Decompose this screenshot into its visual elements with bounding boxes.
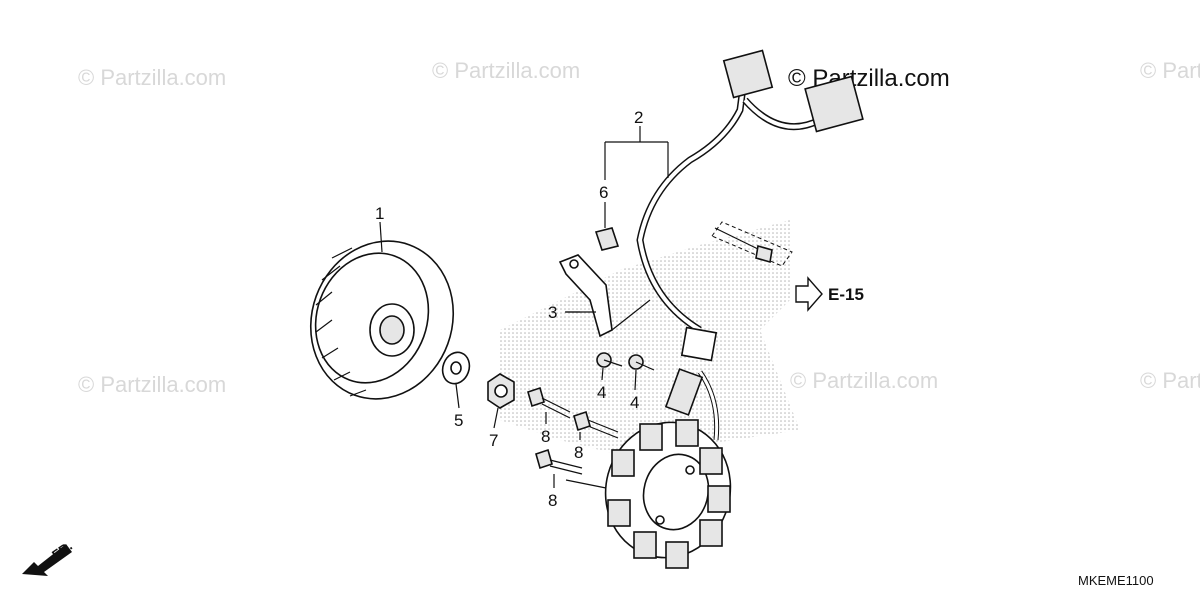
watermark-mid-right: © Partzilla.com xyxy=(790,368,938,393)
callout-7: 7 xyxy=(489,431,498,450)
leader-stator-8c xyxy=(565,479,607,489)
callout-1: 1 xyxy=(375,204,384,223)
callout-5: 5 xyxy=(454,411,463,430)
leader-washer xyxy=(455,383,460,409)
callout-6: 6 xyxy=(599,183,608,202)
nut xyxy=(487,373,515,409)
leader-harness xyxy=(604,126,669,180)
watermark-top-center: © Partzilla.com xyxy=(432,58,580,83)
callout-4b: 4 xyxy=(630,393,639,412)
bolt-8c xyxy=(535,448,583,475)
callout-8b: 8 xyxy=(574,443,583,462)
arrow-down-left-icon xyxy=(22,544,72,576)
bolt-4a xyxy=(596,352,623,368)
flywheel-rotor xyxy=(309,240,455,400)
bolt-e15-group xyxy=(711,221,793,267)
washer xyxy=(441,351,471,385)
reference-code: E-15 xyxy=(828,285,864,304)
callout-8a: 8 xyxy=(541,427,550,446)
bracket xyxy=(558,254,651,338)
watermark-mid-left: © Partzilla.com xyxy=(78,372,226,397)
leader-nut xyxy=(493,407,499,429)
clip xyxy=(594,202,620,251)
bolt-4b xyxy=(628,354,655,371)
hatch-background xyxy=(500,220,800,455)
watermark-top-left: © Partzilla.com xyxy=(78,65,226,90)
bolt-8a xyxy=(527,386,571,419)
leader-flywheel xyxy=(379,221,383,253)
leader-bolt-4a xyxy=(601,367,604,381)
bolt-8b xyxy=(573,410,619,439)
watermark-mid-far-right: © Partzilla.com xyxy=(1140,368,1200,393)
diagram-code: MKEME1100 xyxy=(1078,573,1154,588)
arrow-right-outline-icon xyxy=(795,276,823,312)
watermark-top-right: © Partzilla.com xyxy=(1140,58,1200,83)
callout-8c: 8 xyxy=(548,491,557,510)
callout-4a: 4 xyxy=(597,383,606,402)
wire-harness xyxy=(636,49,864,362)
callout-2: 2 xyxy=(634,108,643,127)
stator-coil xyxy=(604,368,732,569)
callout-3: 3 xyxy=(548,303,557,322)
leader-bolt-4b xyxy=(634,369,637,391)
